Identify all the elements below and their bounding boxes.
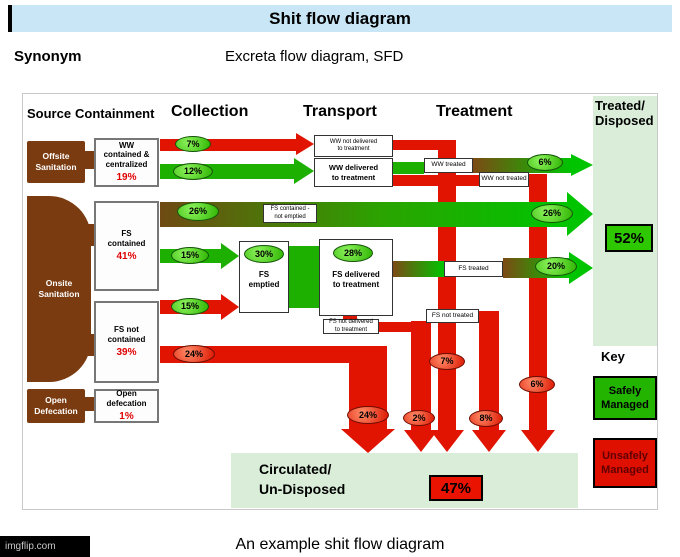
- pct-down-ww-not-treated: 6%: [519, 376, 555, 393]
- pct-ww-treated: 6%: [527, 154, 563, 171]
- containment-ww: WW contained & centralized 19%: [94, 138, 159, 187]
- pct-fs-delivered: 28%: [333, 244, 373, 262]
- synonym-value: Excreta flow diagram, SFD: [225, 48, 404, 65]
- connector-fs-emptied-delivered: [289, 246, 319, 308]
- containment-fs-contained-label: FS contained: [107, 228, 146, 248]
- key-title: Key: [601, 349, 625, 364]
- connector-fs-delivered-treated: [393, 261, 444, 277]
- undisposed-label: Circulated/ Un-Disposed: [259, 461, 346, 497]
- box-fs-contained-not-emptied: FS contained - not emptied: [263, 204, 317, 223]
- pct-fs-emptied-not-contained: 15%: [171, 298, 209, 315]
- source-open-defecation: Open Defecation: [27, 389, 85, 423]
- flow-fs-not-treated-down: [479, 311, 499, 430]
- box-fs-not-delivered: FS not delivered to treatment: [323, 319, 379, 334]
- connector-fs-delivered-to-not-delivered: [343, 314, 357, 320]
- pct-ww-not-delivered: 7%: [175, 136, 211, 152]
- pct-ww-delivered: 12%: [173, 163, 213, 180]
- arrowhead-right-fs-emptied-contained-icon: [221, 243, 239, 269]
- caption: An example shit flow diagram: [235, 536, 445, 553]
- treated-band: [593, 96, 657, 346]
- undisposed-box: [231, 453, 578, 508]
- col-header-treatment: Treatment: [436, 103, 513, 120]
- col-header-collection: Collection: [171, 103, 249, 120]
- containment-open-defecation: Open defecation 1%: [94, 389, 159, 423]
- containment-fs-not-contained-pct: 39%: [116, 347, 137, 359]
- key-safely-managed: Safely Managed: [593, 376, 657, 420]
- flow-ww-not-treated-down: [529, 174, 547, 430]
- treated-header: Treated/ Disposed: [595, 98, 654, 128]
- undisposed-total-box: 47%: [429, 475, 483, 501]
- arrowhead-right-ww-not-delivered-icon: [296, 133, 314, 155]
- box-ww-treated: WW treated: [424, 158, 473, 173]
- pct-fs-not-emptied: 26%: [177, 202, 219, 221]
- page-title: Shit flow diagram: [269, 8, 411, 28]
- pct-fs-emptied-total: 30%: [244, 245, 284, 263]
- arrowhead-right-fs-emptied-not-contained-icon: [221, 294, 239, 320]
- box-ww-not-delivered: WW not delivered to treatment: [314, 135, 393, 157]
- containment-ww-pct: 19%: [116, 172, 137, 184]
- col-header-transport: Transport: [303, 103, 377, 120]
- connector-ww-not-treated: [393, 175, 479, 186]
- connector-offsite: [85, 151, 94, 169]
- connector-fs-not-delivered: [379, 322, 415, 332]
- pct-down-ww-not-delivered: 7%: [429, 353, 465, 370]
- box-fs-treated: FS treated: [444, 261, 503, 277]
- synonym-label: Synonym: [14, 48, 82, 65]
- title-bar: Shit flow diagram: [8, 5, 672, 32]
- containment-open-defecation-pct: 1%: [119, 411, 134, 423]
- flow-fs-not-contained-direct: [160, 346, 387, 363]
- pct-down-fs-not-delivered: 2%: [403, 410, 435, 426]
- col-header-source: Source: [27, 106, 72, 121]
- containment-open-defecation-label: Open defecation: [106, 388, 147, 408]
- watermark: imgflip.com: [0, 536, 90, 557]
- arrowhead-down-2-icon: [404, 430, 438, 452]
- containment-fs-not-contained: FS not contained 39%: [94, 301, 159, 383]
- pct-fs-treated: 20%: [535, 257, 577, 276]
- col-header-containment: Containment: [75, 106, 155, 121]
- sfd-diagram: Treated/ Disposed 52%: [22, 93, 658, 510]
- pct-fs-not-emptied-right: 26%: [531, 204, 573, 223]
- pct-fs-emptied-contained: 15%: [171, 247, 209, 264]
- containment-fs-contained: FS contained 41%: [94, 201, 159, 291]
- connector-open-defecation: [85, 397, 94, 411]
- source-onsite: Onsite Sanitation: [27, 196, 91, 382]
- arrowhead-down-7-icon: [430, 430, 464, 452]
- connector-ww-delivered-treated: [393, 162, 424, 174]
- arrowhead-right-ww-delivered-icon: [294, 158, 314, 184]
- arrowhead-down-24-icon: [341, 429, 395, 453]
- box-fs-not-treated: FS not treated: [426, 309, 479, 323]
- treated-total-box: 52%: [605, 224, 653, 252]
- title-bar-accent: [8, 5, 12, 32]
- pct-fs-not-contained-direct: 24%: [173, 345, 215, 363]
- arrowhead-right-ww-treated-icon: [571, 154, 593, 176]
- flow-fs-not-emptied: [160, 202, 567, 227]
- containment-fs-contained-pct: 41%: [116, 251, 137, 263]
- arrowhead-down-6-icon: [521, 430, 555, 452]
- containment-fs-not-contained-label: FS not contained: [107, 324, 146, 344]
- arrowhead-down-8-icon: [472, 430, 506, 452]
- key-unsafely-managed: Unsafely Managed: [593, 438, 657, 488]
- containment-ww-label: WW contained & centralized: [103, 140, 150, 169]
- flow-fs-not-delivered-down: [411, 321, 431, 430]
- box-ww-delivered: WW delivered to treatment: [314, 158, 393, 187]
- box-ww-not-treated: WW not treated: [479, 172, 529, 187]
- source-offsite: Offsite Sanitation: [27, 141, 85, 183]
- pct-down-fs-not-contained: 24%: [347, 406, 389, 424]
- pct-down-fs-not-treated: 8%: [469, 410, 503, 427]
- connector-ww-not-delivered: [393, 140, 443, 150]
